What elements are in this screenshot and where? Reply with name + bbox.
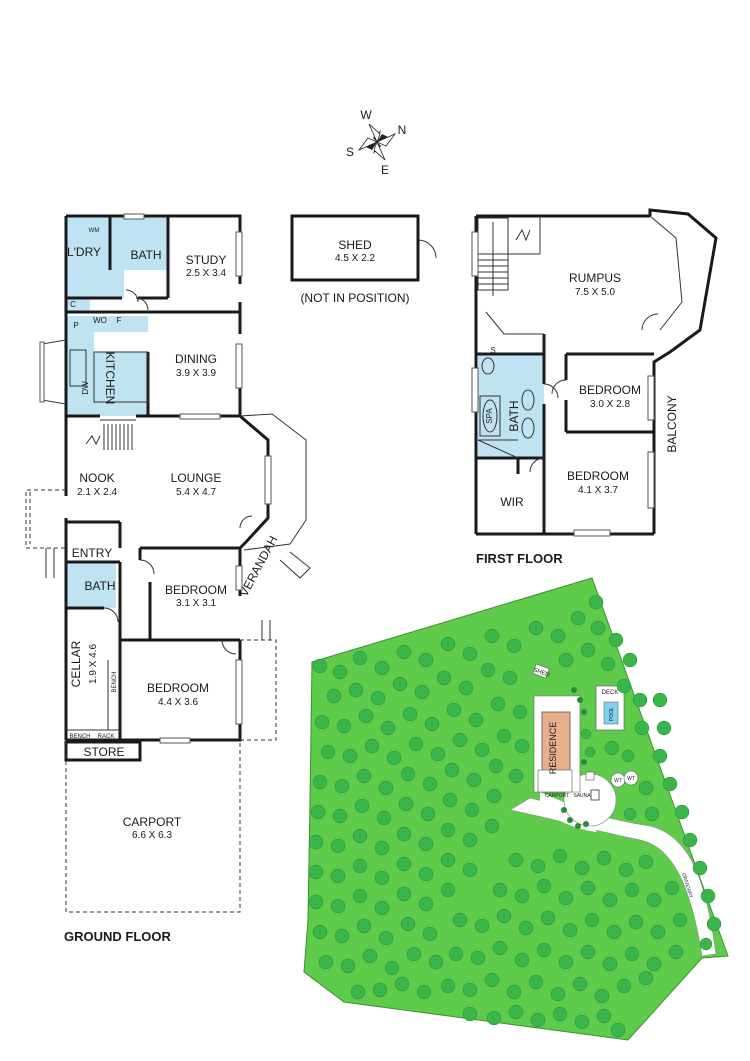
bench-vertical-label: BENCH xyxy=(112,671,118,692)
cellar-label: CELLAR xyxy=(69,640,83,687)
compass-n: N xyxy=(398,123,407,137)
first-bedroom2-label: BEDROOM xyxy=(567,469,629,483)
p-label: P xyxy=(73,321,78,330)
nook-label: NOOK xyxy=(79,471,114,485)
compass-rose: W N S E xyxy=(346,108,406,177)
study-dim: 2.5 X 3.4 xyxy=(186,268,226,279)
site-wt2-label: WT xyxy=(627,776,635,782)
site-carport-label: CARPORT xyxy=(545,793,569,799)
bath-lower-label: BATH xyxy=(84,579,115,593)
first-bedroom1-dim: 3.0 X 2.8 xyxy=(590,399,630,410)
driveway xyxy=(509,797,717,957)
entry-label: ENTRY xyxy=(72,546,112,560)
nook-dim: 2.1 X 2.4 xyxy=(77,487,117,498)
first-bedroom2-dim: 4.1 X 3.7 xyxy=(578,485,618,496)
dining-label: DINING xyxy=(175,352,217,366)
site-wt1-label: WT xyxy=(614,778,622,784)
carport-label: CARPORT xyxy=(123,815,182,829)
lounge-dim: 5.4 X 4.7 xyxy=(176,487,216,498)
rumpus-dim: 7.5 X 5.0 xyxy=(575,287,615,298)
bench-label: BENCH xyxy=(69,734,90,740)
kitchen-label: KITCHEN xyxy=(103,352,117,405)
wm-label: WM xyxy=(89,228,100,234)
ground-floor-plan xyxy=(25,213,311,913)
first-bath-label: BATH xyxy=(507,400,521,431)
balcony-label: BALCONY xyxy=(665,395,679,452)
compass-w: W xyxy=(360,108,372,122)
site-residence-label: RESIDENCE xyxy=(548,722,558,775)
site-plan xyxy=(303,577,729,1041)
bedroom1-label: BEDROOM xyxy=(165,583,227,597)
c-label: C xyxy=(70,300,76,309)
bedroom1-dim: 3.1 X 3.1 xyxy=(176,598,216,609)
s-label: S xyxy=(490,346,495,355)
lounge-label: LOUNGE xyxy=(171,471,222,485)
first-floor-plan xyxy=(471,208,718,537)
shed-dim: 4.5 X 2.2 xyxy=(335,253,375,264)
dining-dim: 3.9 X 3.9 xyxy=(176,368,216,379)
site-deck-label: DECK xyxy=(602,690,619,696)
wo-label: WO xyxy=(93,316,107,325)
bath-lower-area xyxy=(66,562,116,608)
rumpus-label: RUMPUS xyxy=(569,271,621,285)
ground-floor-title: GROUND FLOOR xyxy=(64,929,171,944)
laundry-label: L'DRY xyxy=(67,245,101,259)
site-sauna-label: SAUNA xyxy=(573,793,591,799)
wir-label: WIR xyxy=(500,495,524,509)
bedroom2-label: BEDROOM xyxy=(147,681,209,695)
site-pool-label: POOL xyxy=(609,707,615,721)
study-label: STUDY xyxy=(186,253,227,267)
site-shed-label: SHED xyxy=(532,667,550,679)
bath-top-label: BATH xyxy=(130,248,161,262)
trees xyxy=(308,594,722,1038)
compass-s: S xyxy=(346,145,354,159)
first-bedroom1-label: BEDROOM xyxy=(579,383,641,397)
store-label: STORE xyxy=(83,745,124,759)
carport-dim: 6.6 X 6.3 xyxy=(132,830,172,841)
first-floor-title: FIRST FLOOR xyxy=(476,551,563,566)
bath-top-area xyxy=(110,216,168,270)
rack-label: RACK xyxy=(98,734,115,740)
shed-note: (NOT IN POSITION) xyxy=(300,291,409,305)
shed-plan xyxy=(290,214,437,282)
shed-label: SHED xyxy=(338,238,372,252)
bedroom2-dim: 4.4 X 3.6 xyxy=(158,697,198,708)
compass-e: E xyxy=(381,163,389,177)
spa-label: SPA xyxy=(485,408,494,424)
cellar-dim: 1.9 X 4.6 xyxy=(88,644,99,684)
dw-label: DW xyxy=(81,381,90,395)
f-label: F xyxy=(117,316,122,325)
